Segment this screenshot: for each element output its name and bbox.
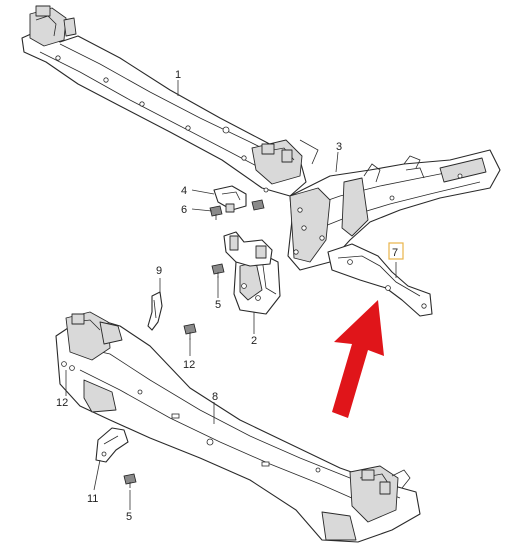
side-bracket-part-3[interactable] bbox=[287, 149, 501, 271]
bolt-part-5-upper[interactable] bbox=[211, 263, 225, 278]
strap-part-9[interactable] bbox=[147, 291, 163, 331]
bracket-part-11[interactable] bbox=[95, 427, 129, 463]
callout-5-upper: 5 bbox=[215, 299, 221, 311]
callout-4: 4 bbox=[181, 185, 187, 197]
callout-7[interactable]: 7 bbox=[392, 247, 398, 259]
callout-3: 3 bbox=[336, 141, 342, 153]
bolt-part-6[interactable] bbox=[209, 205, 223, 220]
clip-part-4[interactable] bbox=[213, 185, 247, 213]
callout-11: 11 bbox=[87, 493, 98, 505]
callout-1: 1 bbox=[175, 69, 181, 81]
callout-5-lower: 5 bbox=[126, 511, 132, 523]
lower-crossmember-part-8[interactable] bbox=[55, 311, 421, 543]
callout-6: 6 bbox=[181, 204, 187, 216]
highlight-box bbox=[388, 242, 404, 260]
bolt-part-5-lower[interactable] bbox=[123, 473, 137, 488]
callout-9: 9 bbox=[156, 265, 162, 277]
upper-crossmember-part-1[interactable] bbox=[21, 5, 319, 197]
small-bracket-part-7[interactable] bbox=[327, 243, 433, 317]
latch-bracket-part-2[interactable] bbox=[223, 231, 281, 315]
leader-lines bbox=[65, 80, 397, 510]
callout-8: 8 bbox=[212, 391, 218, 403]
callout-2: 2 bbox=[251, 335, 257, 347]
red-pointer-arrow bbox=[332, 300, 384, 418]
bolt-part-12-right[interactable] bbox=[183, 323, 197, 340]
callout-labels: 1 3 4 6 5 2 9 12 12 8 11 5 7 bbox=[56, 69, 404, 523]
callout-12-right: 12 bbox=[183, 359, 195, 371]
callout-12-left: 12 bbox=[56, 397, 68, 409]
bolt-fastener[interactable] bbox=[251, 199, 265, 211]
